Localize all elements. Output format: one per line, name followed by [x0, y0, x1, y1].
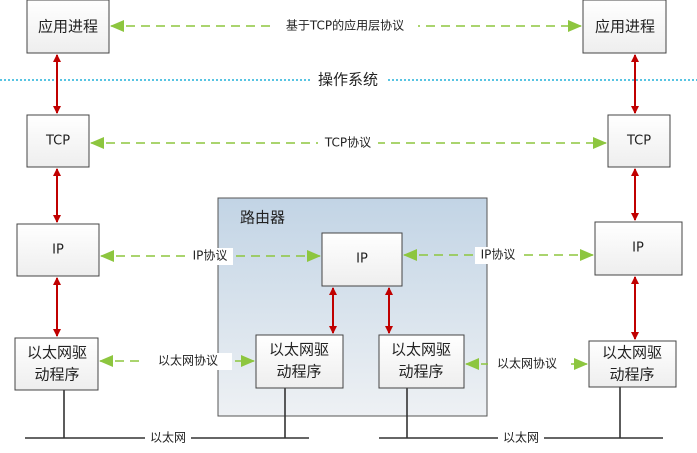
app-process-box-right: 应用进程 [582, 0, 667, 54]
tcp-box-right: TCP [607, 114, 671, 168]
eth-protocol-label-right: 以太网协议 [497, 356, 557, 371]
svg-text:IP: IP [356, 252, 368, 267]
tcp-box-left: TCP [26, 114, 90, 168]
app-process-box-left: 应用进程 [26, 0, 110, 54]
svg-text:TCP: TCP [45, 134, 70, 149]
ip-box-router: IP [321, 232, 403, 287]
svg-text:IP: IP [52, 243, 64, 258]
eth-protocol-label-left: 以太网协议 [158, 353, 218, 368]
svg-text:以太网驱: 以太网驱 [602, 344, 662, 362]
svg-text:动程序: 动程序 [398, 363, 443, 381]
svg-text:动程序: 动程序 [609, 366, 654, 384]
ip-box-right: IP [594, 221, 683, 276]
router-title: 路由器 [240, 209, 285, 227]
ip-protocol-label-right: IP协议 [481, 247, 516, 262]
svg-text:应用进程: 应用进程 [38, 18, 98, 36]
ip-protocol-label-left: IP协议 [193, 248, 228, 263]
ethernet-driver-box-right: 以太网驱 动程序 [588, 340, 677, 388]
tcp-protocol-label: TCP协议 [324, 135, 371, 150]
ethernet-driver-box-left: 以太网驱 动程序 [14, 337, 99, 391]
ip-box-left: IP [16, 223, 100, 277]
svg-text:动程序: 动程序 [34, 366, 79, 384]
ethernet-label-left: 以太网 [150, 430, 186, 445]
svg-text:以太网驱: 以太网驱 [269, 341, 329, 359]
layer-arrows [53, 54, 639, 340]
svg-text:以太网驱: 以太网驱 [391, 341, 451, 359]
app-protocol-label: 基于TCP的应用层协议 [286, 18, 404, 33]
os-label: 操作系统 [318, 71, 378, 89]
ethernet-label-right: 以太网 [503, 430, 539, 445]
ethernet-driver-box-router-left: 以太网驱 动程序 [255, 334, 344, 389]
svg-text:IP: IP [632, 241, 644, 256]
svg-text:动程序: 动程序 [276, 363, 321, 381]
svg-text:以太网驱: 以太网驱 [27, 344, 87, 362]
ethernet-driver-box-router-right: 以太网驱 动程序 [378, 334, 465, 389]
svg-text:应用进程: 应用进程 [595, 18, 655, 36]
svg-text:TCP: TCP [626, 134, 651, 149]
